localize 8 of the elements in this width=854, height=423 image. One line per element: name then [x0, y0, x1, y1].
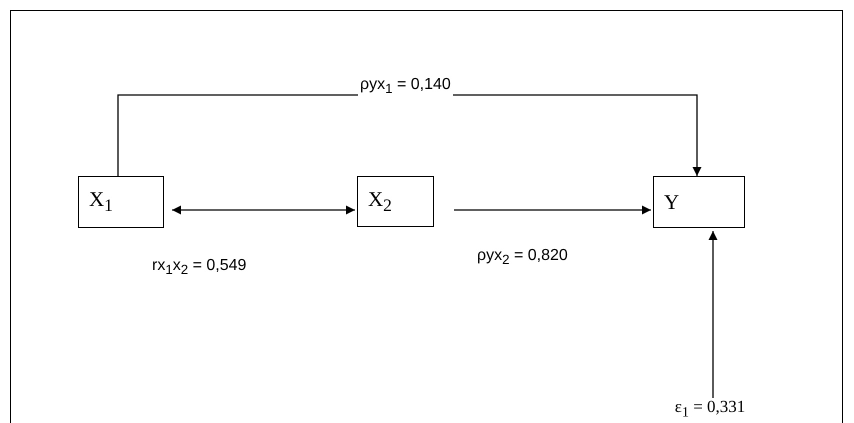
variable-box: Y	[653, 176, 745, 228]
variable-box: X$_{1}$	[78, 176, 164, 228]
variable-box: X$_{2}$	[357, 176, 434, 227]
arrow	[708, 231, 718, 398]
node-label: ε$_{1}$ = 0,331	[660, 398, 760, 420]
edge-label: ρyx$_{1}$ = 0,140	[358, 76, 453, 96]
arrow	[454, 206, 651, 214]
arrow	[172, 206, 355, 214]
